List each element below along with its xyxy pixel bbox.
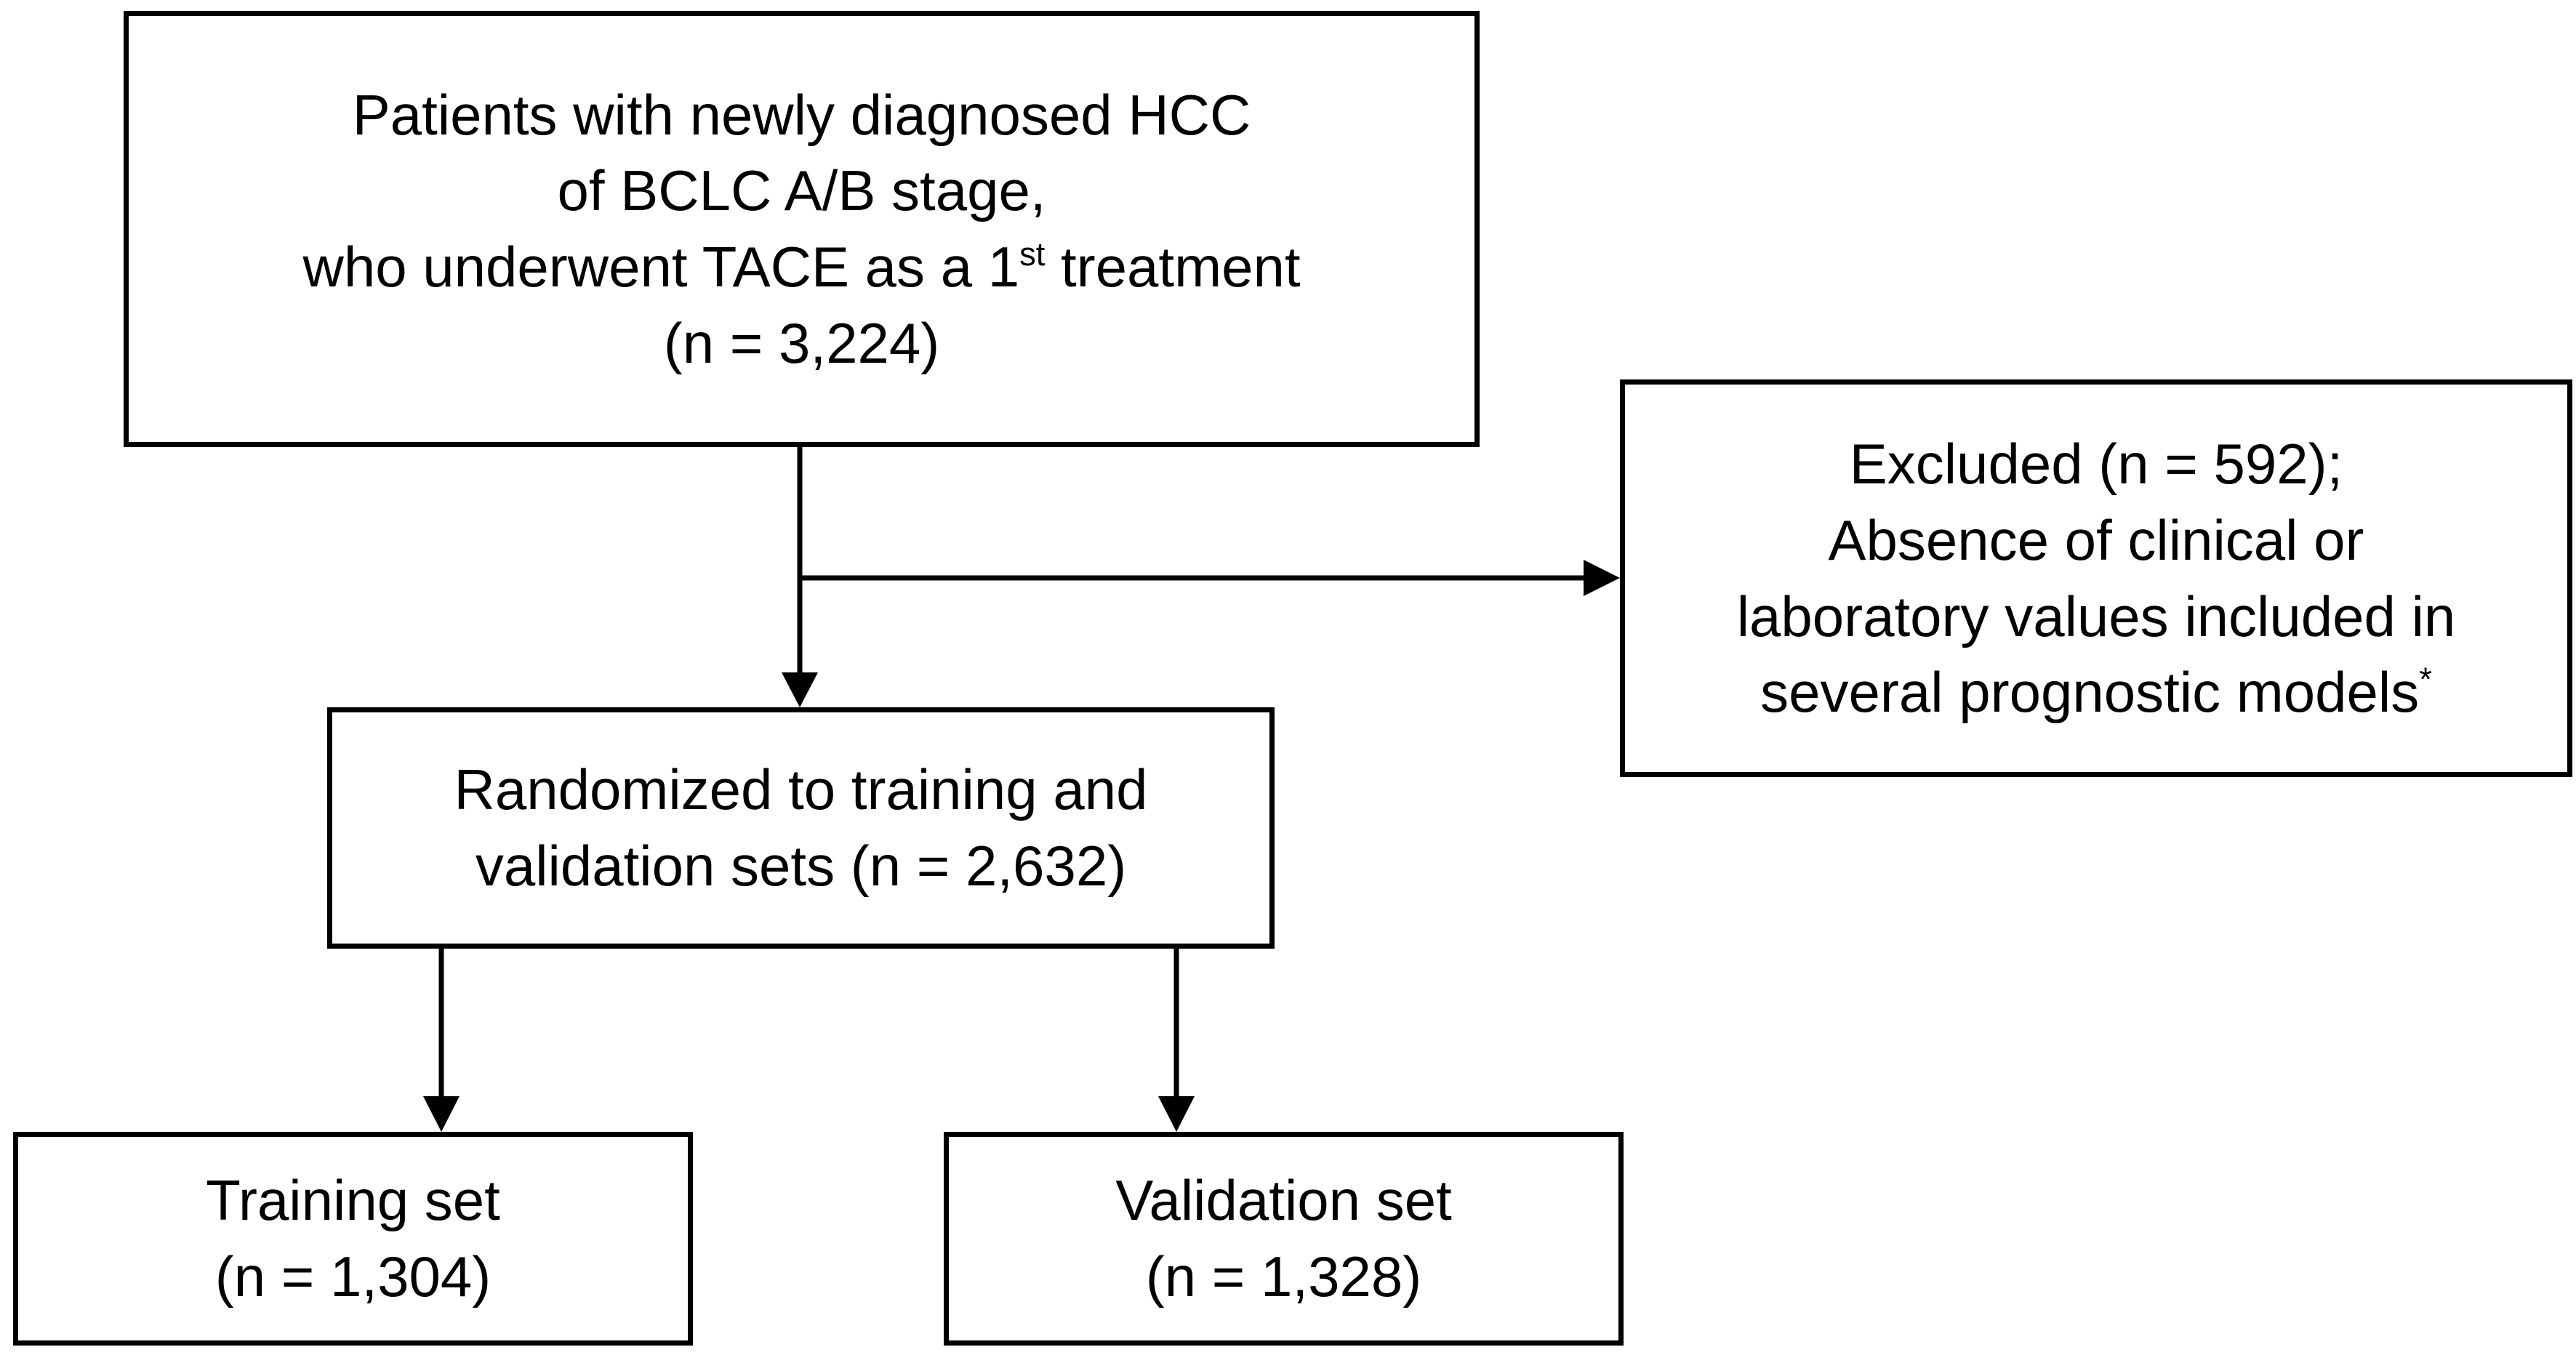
- training-set-label: Training set: [206, 1168, 500, 1233]
- arrowhead-to-training: [423, 1096, 460, 1132]
- randomized-line-1: Randomized to training and: [454, 757, 1148, 822]
- excluded-count: Excluded (n = 592);: [1849, 432, 2343, 496]
- patients-box: Patients with newly diagnosed HCC of BCL…: [124, 11, 1480, 447]
- training-set-box: Training set (n = 1,304): [13, 1132, 693, 1346]
- patients-line-3: who underwent TACE as a 1st treatment: [302, 229, 1300, 305]
- arrowhead-to-validation: [1158, 1096, 1195, 1132]
- patients-line-3-text: who underwent TACE as a 1: [302, 235, 1020, 299]
- patients-count: (n = 3,224): [663, 310, 940, 375]
- excluded-reason-line-3: several prognostic models*: [1760, 654, 2432, 731]
- validation-set-box: Validation set (n = 1,328): [944, 1132, 1624, 1346]
- footnote-asterisk: *: [2419, 660, 2432, 698]
- validation-set-count: (n = 1,328): [1145, 1245, 1422, 1308]
- patients-line-2: of BCLC A/B stage,: [557, 158, 1046, 223]
- excluded-box: Excluded (n = 592); Absence of clinical …: [1620, 379, 2572, 777]
- excluded-reason-line-2: laboratory values included in: [1736, 584, 2456, 648]
- validation-set-label: Validation set: [1115, 1168, 1452, 1233]
- arrowhead-to-excluded: [1584, 560, 1620, 596]
- excluded-reason-line-1: Absence of clinical or: [1828, 507, 2364, 572]
- patients-line-1: Patients with newly diagnosed HCC: [352, 82, 1251, 147]
- excluded-reason-line-3-text: several prognostic models: [1760, 660, 2420, 725]
- randomized-line-2: validation sets (n = 2,632): [475, 834, 1127, 898]
- patients-line-3-tail: treatment: [1045, 235, 1301, 299]
- arrowhead-to-randomized: [782, 672, 818, 707]
- ordinal-superscript: st: [1019, 235, 1046, 273]
- training-set-count: (n = 1,304): [214, 1245, 491, 1308]
- randomized-box: Randomized to training and validation se…: [327, 707, 1275, 949]
